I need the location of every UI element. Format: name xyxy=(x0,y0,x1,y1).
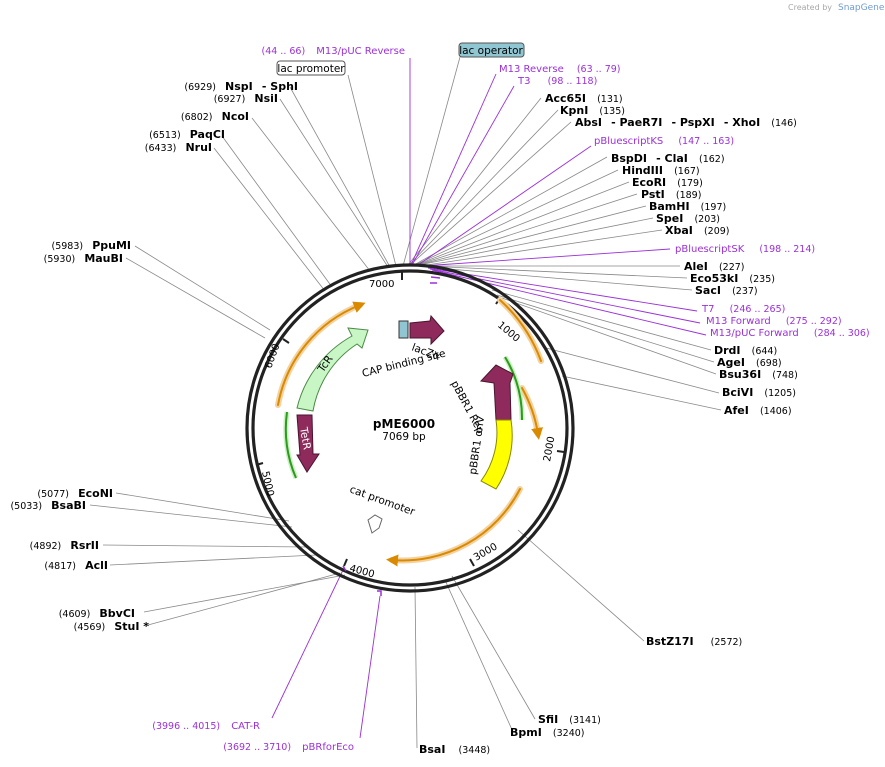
enzyme-saci[interactable]: SacI (237) xyxy=(695,279,758,298)
label-cat-promoter: cat promoter xyxy=(348,484,417,519)
enzyme-nspi[interactable]: (6929) NspI - SphI xyxy=(184,75,298,94)
enzyme-bstz17i[interactable]: BstZ17I (2572) xyxy=(646,630,742,649)
enzyme-labels-left: (4609) BbvCI (4569) StuI * (4817) AclI (… xyxy=(10,75,298,634)
tick-6000: 6000 xyxy=(263,342,282,370)
lac-operator-box[interactable] xyxy=(458,42,525,58)
credit-created-by: Created by xyxy=(788,3,832,12)
enzyme-ncoi[interactable]: (6802) NcoI xyxy=(181,105,249,124)
lac-promoter-label: lac promoter xyxy=(277,63,345,75)
green-arcs xyxy=(283,355,525,479)
primer-pbrforeco[interactable]: (3692 .. 3710) pBRforEco xyxy=(223,735,354,754)
enzyme-ecori[interactable]: EcoRI (179) xyxy=(632,171,703,190)
primer-m13-reverse[interactable]: M13 Reverse (63 .. 79) xyxy=(499,57,621,76)
enzyme-agei[interactable]: AgeI (698) xyxy=(717,351,782,370)
enzyme-absi[interactable]: AbsI - PaeR7I - PspXI - XhoI (146) xyxy=(575,111,797,130)
enzyme-bsai[interactable]: BsaI (3448) xyxy=(419,738,490,757)
tick-7000: 7000 xyxy=(369,279,394,290)
primer-m13-forward[interactable]: M13 Forward (275 .. 292) xyxy=(706,309,842,328)
primer-t7[interactable]: T7 (246 .. 265) xyxy=(701,297,785,316)
enzyme-bsabi[interactable]: (5033) BsaBI xyxy=(10,494,86,513)
feature-tetr[interactable] xyxy=(296,414,320,473)
enzyme-bpmi[interactable]: BpmI (3240) xyxy=(510,721,585,740)
enzyme-alei[interactable]: AleI (227) xyxy=(684,255,744,274)
enzyme-ppumi[interactable]: (5983) PpuMI xyxy=(52,234,132,253)
primer-pbluescriptks[interactable]: pBluescriptKS (147 .. 163) xyxy=(594,129,734,148)
enzyme-rsrii[interactable]: (4892) RsrII xyxy=(30,534,99,553)
enzyme-stui[interactable]: (4569) StuI * xyxy=(74,615,150,634)
feature-pbbr1-oriv[interactable] xyxy=(480,419,513,490)
enzyme-kpni[interactable]: KpnI (135) xyxy=(560,99,625,118)
enzyme-labels-right: Acc65I (131) KpnI (135) AbsI - PaeR7I - … xyxy=(419,87,798,757)
primer-cat-r[interactable]: (3996 .. 4015) CAT-R xyxy=(152,714,260,733)
primer-t3[interactable]: T3 (98 .. 118) xyxy=(517,69,597,88)
enzyme-nrui[interactable]: (6433) NruI xyxy=(145,136,212,155)
feature-lac-operator[interactable] xyxy=(398,320,409,339)
lac-promoter-box[interactable] xyxy=(276,60,346,76)
scale-ticks xyxy=(255,271,565,567)
feature-cat-promoter-arrow[interactable] xyxy=(367,514,383,534)
primer-pbluescriptsk[interactable]: pBluescriptSK (198 .. 214) xyxy=(675,237,815,256)
enzyme-bbvci[interactable]: (4609) BbvCI xyxy=(59,602,135,621)
orange-arcs xyxy=(275,297,544,567)
primer-leader-lines xyxy=(271,58,707,739)
enzyme-maubi[interactable]: (5930) MauBI xyxy=(44,247,123,266)
enzyme-eco53ki[interactable]: Eco53kI (235) xyxy=(690,267,775,286)
enzyme-xbai[interactable]: XbaI (209) xyxy=(665,219,730,238)
feature-tcr[interactable] xyxy=(296,327,369,412)
enzyme-bsu36i[interactable]: Bsu36I (748) xyxy=(719,363,798,382)
enzyme-bspdi[interactable]: BspDI - ClaI (162) xyxy=(611,147,725,166)
primer-m13-puc-forward[interactable]: M13/pUC Forward (284 .. 306) xyxy=(710,321,870,340)
enzyme-hindiii[interactable]: HindIII (167) xyxy=(622,159,700,178)
enzyme-paqci[interactable]: (6513) PaqCI xyxy=(149,123,225,142)
lac-operator-label: lac operator xyxy=(459,45,523,57)
primer-markers xyxy=(342,276,441,596)
enzyme-sfii[interactable]: SfiI (3141) xyxy=(538,708,601,727)
feature-pbbr1-rep[interactable] xyxy=(479,364,514,421)
plasmid-name: pME6000 xyxy=(373,417,435,431)
enzyme-drdi[interactable]: DrdI (644) xyxy=(714,339,777,358)
feature-lacza[interactable] xyxy=(409,314,445,346)
enzyme-afei[interactable]: AfeI (1406) xyxy=(724,399,792,418)
label-tetr: TetR xyxy=(297,425,313,450)
primer-m13-puc-reverse[interactable]: (44 .. 66) M13/pUC Reverse xyxy=(261,39,405,58)
primer-labels: (44 .. 66) M13/pUC Reverse M13 Reverse (… xyxy=(152,39,870,754)
enzyme-spei[interactable]: SpeI (203) xyxy=(656,207,720,226)
enzyme-nsii[interactable]: (6927) NsiI xyxy=(214,87,278,106)
label-cap-binding-site: CAP binding site xyxy=(361,348,447,380)
enzyme-econi[interactable]: (5077) EcoNI xyxy=(37,482,113,501)
backbone-outer xyxy=(245,263,575,593)
enzyme-psti[interactable]: PstI (189) xyxy=(641,183,701,202)
enzyme-bamhi[interactable]: BamHI (197) xyxy=(649,195,726,214)
backbone-inner xyxy=(251,269,569,587)
enzyme-acc65i[interactable]: Acc65I (131) xyxy=(545,87,623,106)
plasmid-size: 7069 bp xyxy=(382,431,426,443)
enzyme-bcivi[interactable]: BciVI (1205) xyxy=(722,381,796,400)
leader-lines xyxy=(89,56,722,749)
enzyme-acli[interactable]: (4817) AclI xyxy=(44,554,108,573)
tick-2000: 2000 xyxy=(542,436,557,463)
credit-brand[interactable]: SnapGene xyxy=(838,3,885,13)
